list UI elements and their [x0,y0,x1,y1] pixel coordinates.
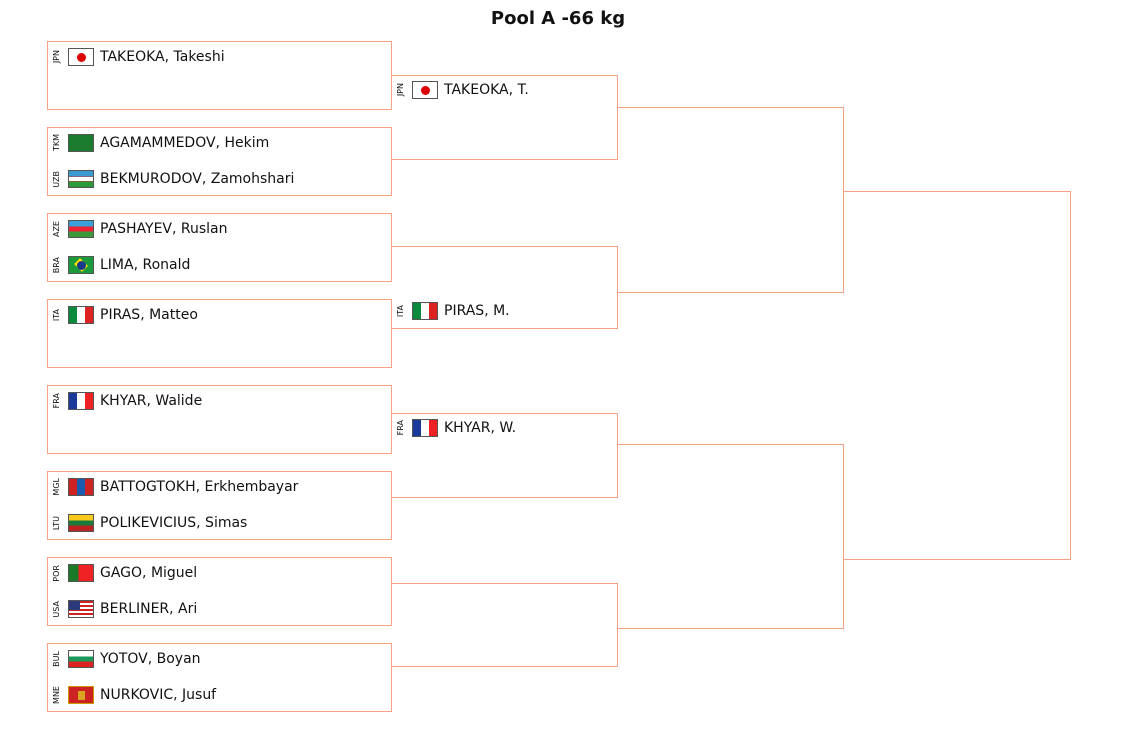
competitor-name: LIMA, Ronald [100,257,191,273]
competitor-entry[interactable]: MNE NURKOVIC, Jusuf [52,683,216,707]
match-box [47,385,392,454]
flag-jpn-icon [68,48,94,66]
competitor-entry[interactable]: FRA KHYAR, Walide [52,389,202,413]
country-code: BRA [52,256,61,274]
flag-mne-icon [68,686,94,704]
competitor-name: AGAMAMMEDOV, Hekim [100,135,270,151]
competitor-entry[interactable]: AZE PASHAYEV, Ruslan [52,217,228,241]
flag-jpn-icon [412,81,438,99]
competitor-name: KHYAR, W. [444,420,517,436]
flag-bul-icon [68,650,94,668]
bracket-connector [617,444,844,629]
match-box [47,127,392,196]
country-code: JPN [52,50,61,64]
competitor-name: POLIKEVICIUS, Simas [100,515,248,531]
competitor-name: BERLINER, Ari [100,601,198,617]
pool-title: Pool A -66 kg [490,8,626,29]
country-code: FRA [52,393,61,409]
flag-fra-icon [68,392,94,410]
bracket-connector [391,413,618,498]
flag-aze-icon [68,220,94,238]
flag-bra-icon [68,256,94,274]
country-code: UZB [52,170,61,188]
match-box [47,213,392,282]
bracket-connector [617,107,844,293]
match-box [47,471,392,540]
bracket-connector [391,75,618,160]
bracket-connector [391,246,618,329]
country-code: USA [52,600,61,618]
competitor-entry[interactable]: ITA PIRAS, M. [396,299,510,323]
country-code: TKM [52,134,61,152]
competitor-entry[interactable]: TKM AGAMAMMEDOV, Hekim [52,131,269,155]
flag-ltu-icon [68,514,94,532]
competitor-name: TAKEOKA, Takeshi [100,49,225,65]
competitor-name: TAKEOKA, T. [444,82,529,98]
match-box [47,299,392,368]
competitor-entry[interactable]: BRA LIMA, Ronald [52,253,190,277]
country-code: BUL [52,651,61,667]
country-code: FRA [396,420,405,436]
country-code: LTU [52,515,61,531]
competitor-entry[interactable]: USA BERLINER, Ari [52,597,197,621]
flag-ita-icon [412,302,438,320]
country-code: AZE [52,220,61,237]
competitor-name: BEKMURODOV, Zamohshari [100,171,295,187]
country-code: JPN [396,83,405,97]
competitor-name: PASHAYEV, Ruslan [100,221,228,237]
competitor-entry[interactable]: MGL BATTOGTOKH, Erkhembayar [52,475,298,499]
competitor-entry[interactable]: JPN TAKEOKA, Takeshi [52,45,225,69]
flag-usa-icon [68,600,94,618]
match-box [47,643,392,712]
country-code: MGL [52,478,61,496]
country-code: POR [52,564,61,582]
competitor-name: GAGO, Miguel [100,565,198,581]
country-code: ITA [396,304,405,318]
competitor-name: PIRAS, Matteo [100,307,198,323]
flag-fra-icon [412,419,438,437]
competitor-name: YOTOV, Boyan [100,651,201,667]
flag-ita-icon [68,306,94,324]
country-code: ITA [52,308,61,322]
competitor-name: BATTOGTOKH, Erkhembayar [100,479,299,495]
competitor-entry[interactable]: BUL YOTOV, Boyan [52,647,201,671]
competitor-name: KHYAR, Walide [100,393,203,409]
bracket-connector-final [843,191,1071,560]
flag-mgl-icon [68,478,94,496]
flag-uzb-icon [68,170,94,188]
competitor-entry[interactable]: UZB BEKMURODOV, Zamohshari [52,167,294,191]
bracket-connector [391,583,618,667]
competitor-entry[interactable]: ITA PIRAS, Matteo [52,303,198,327]
competitor-entry[interactable]: FRA KHYAR, W. [396,416,516,440]
competitor-entry[interactable]: LTU POLIKEVICIUS, Simas [52,511,247,535]
competitor-entry[interactable]: POR GAGO, Miguel [52,561,197,585]
match-box [47,557,392,626]
competitor-name: NURKOVIC, Jusuf [100,687,217,703]
competitor-entry[interactable]: JPN TAKEOKA, T. [396,78,529,102]
flag-por-icon [68,564,94,582]
country-code: MNE [52,686,61,704]
flag-tkm-icon [68,134,94,152]
competitor-name: PIRAS, M. [444,303,510,319]
